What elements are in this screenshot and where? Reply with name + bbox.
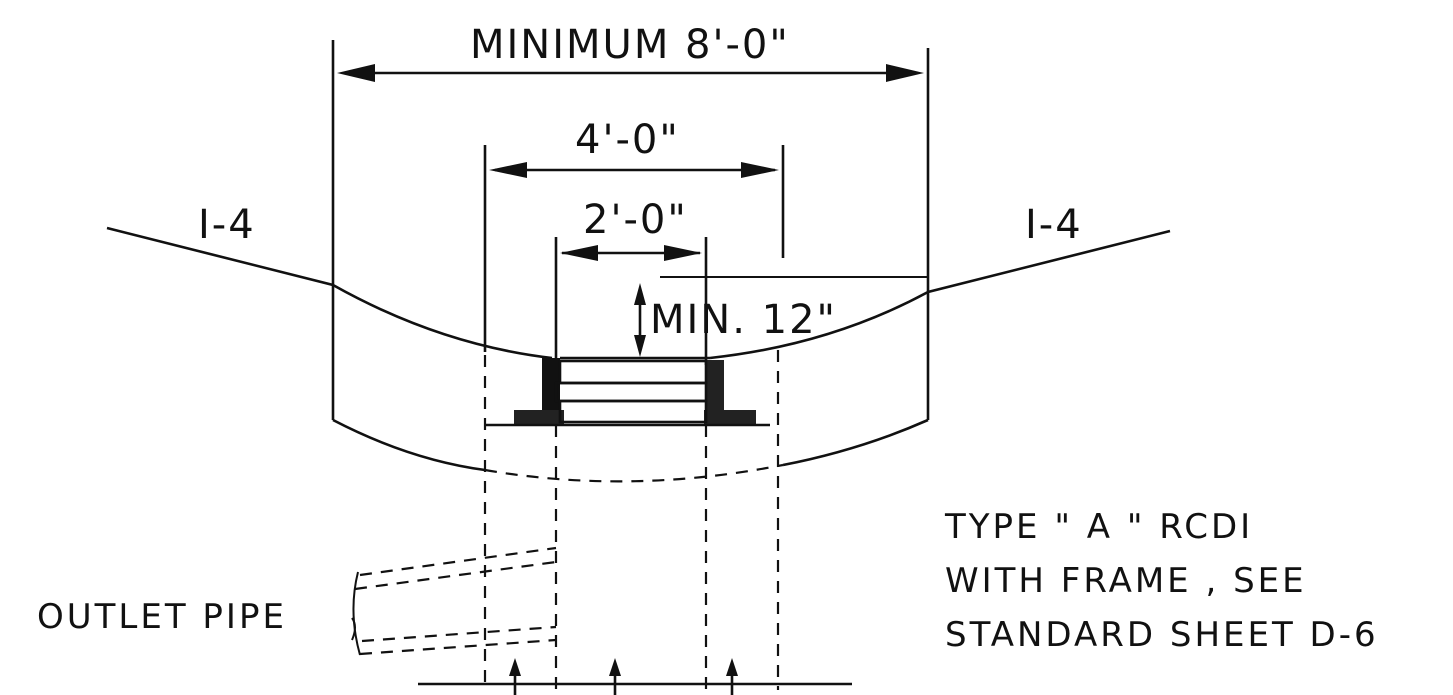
depth-dimension-line <box>634 276 928 357</box>
frame-width-dimension: 4'-0" <box>575 117 680 163</box>
frame-width-dimension-line <box>483 145 785 352</box>
inlet-base-outline <box>332 418 929 483</box>
opening-width-dimension: 2'-0" <box>583 197 688 243</box>
inlet-box-hidden-lines <box>483 350 780 690</box>
ground-profile <box>106 226 1171 360</box>
overall-width-dimension: MINIMUM 8'-0" <box>470 22 790 68</box>
outlet-pipe-label: OUTLET PIPE <box>37 597 287 637</box>
inlet-frame-grate <box>485 356 770 427</box>
bottom-reference-line <box>418 658 852 695</box>
opening-width-dimension-line <box>554 237 708 365</box>
type-note: TYPE " A " RCDI WITH FRAME , SEE STANDAR… <box>944 507 1379 655</box>
slope-label-left: I-4 <box>198 202 256 248</box>
note-line-3: STANDARD SHEET D-6 <box>945 615 1379 655</box>
note-line-1: TYPE " A " RCDI <box>944 507 1253 547</box>
note-line-2: WITH FRAME , SEE <box>945 561 1307 601</box>
overall-width-dimension-line <box>331 40 930 420</box>
slope-label-right: I-4 <box>1025 202 1083 248</box>
outlet-pipe <box>351 546 557 656</box>
depth-dimension: MIN. 12" <box>650 297 837 343</box>
